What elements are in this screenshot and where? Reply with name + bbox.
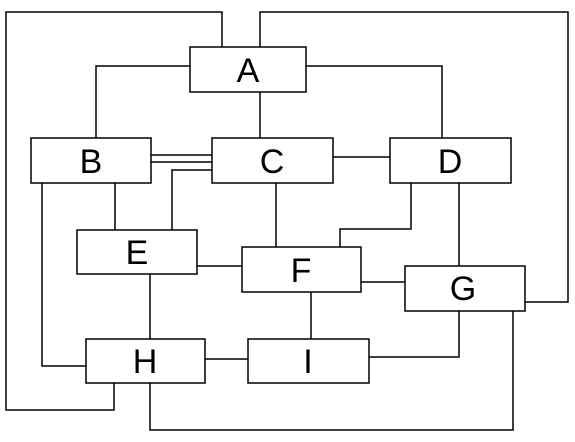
node-c: C xyxy=(211,137,334,184)
edge-d-f xyxy=(339,182,412,248)
node-c-label: C xyxy=(260,143,285,181)
edge-a-g xyxy=(259,11,569,303)
node-e: E xyxy=(76,229,198,275)
connectors xyxy=(5,11,569,431)
node-i: I xyxy=(247,338,370,384)
edge-a-d xyxy=(305,65,443,139)
node-g-label: G xyxy=(450,270,476,308)
node-d-label: D xyxy=(438,143,463,181)
edge-b-h xyxy=(41,182,87,367)
node-f-label: F xyxy=(291,252,312,290)
edge-g-i xyxy=(368,310,460,358)
node-d: D xyxy=(389,137,512,184)
edge-g-h xyxy=(149,310,514,431)
edge-a-h xyxy=(5,11,223,411)
node-b-label: B xyxy=(80,143,103,181)
node-g: G xyxy=(404,265,526,312)
node-e-label: E xyxy=(126,234,149,272)
node-h: H xyxy=(85,338,206,384)
node-i-label: I xyxy=(303,343,312,381)
node-f: F xyxy=(241,246,362,293)
node-a: A xyxy=(189,46,307,93)
edge-c-e xyxy=(171,169,213,231)
edge-a-b xyxy=(95,65,191,139)
node-b: B xyxy=(30,137,152,184)
node-h-label: H xyxy=(133,343,158,381)
node-a-label: A xyxy=(237,52,260,90)
